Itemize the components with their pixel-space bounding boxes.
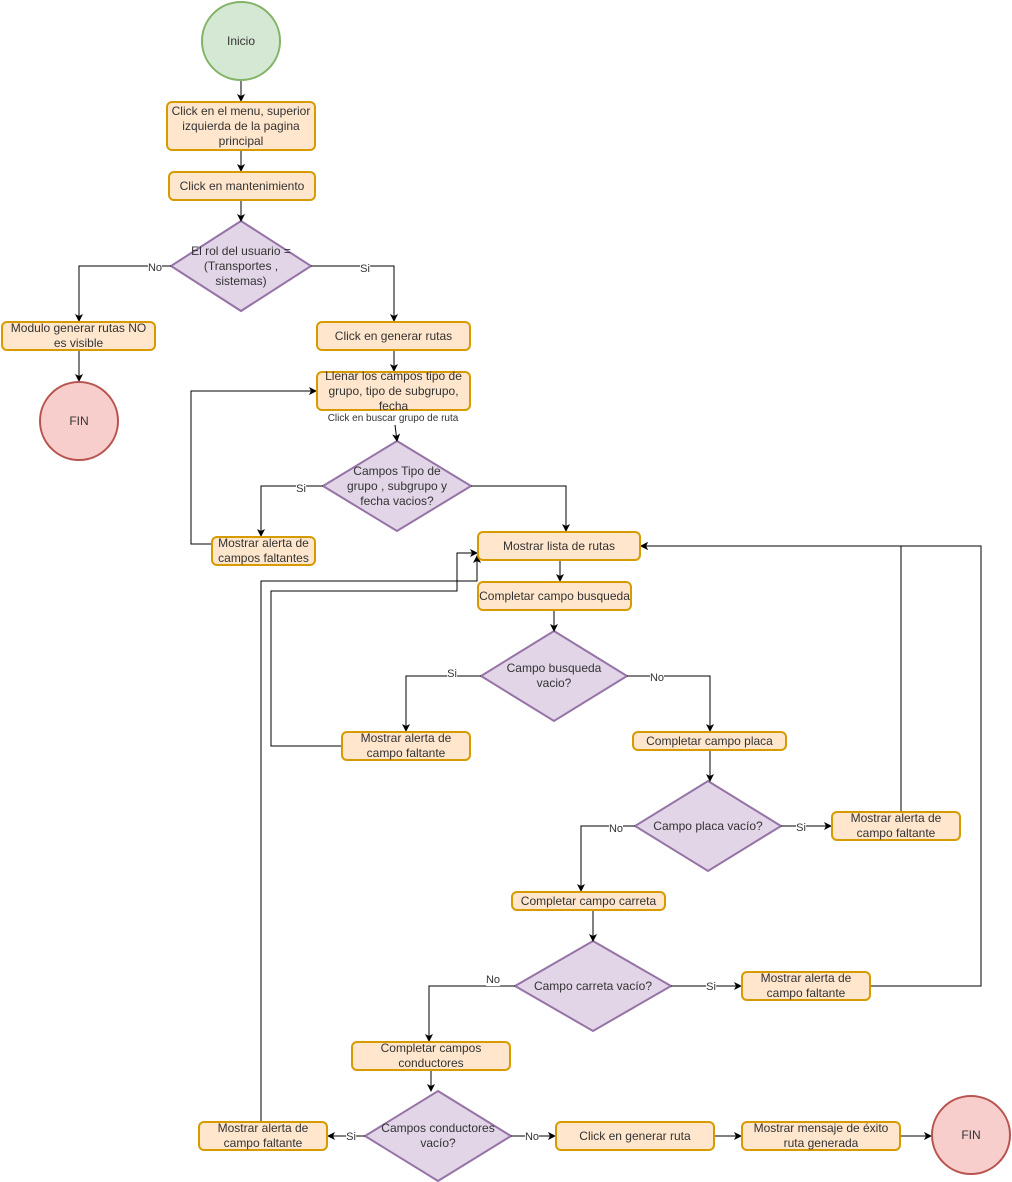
process-llenar: Llenar los campos tipo de grupo, tipo de…: [316, 368, 471, 413]
process-genruta: Click en generar ruta: [555, 1121, 715, 1151]
lista-label: Mostrar lista de rutas: [502, 538, 616, 553]
rol-label: El rol del usuario = (Transportes , sist…: [191, 243, 291, 288]
edge-label-busq-si: Si: [447, 668, 457, 680]
process-busq: Completar campo busqueda: [477, 581, 632, 611]
genruta-label: Click en generar ruta: [579, 1128, 691, 1143]
alerta2-label: Mostrar alerta de campo faltante: [360, 731, 452, 760]
process-alerta2: Mostrar alerta de campo faltante: [341, 731, 471, 761]
connector-arrow: [640, 542, 982, 987]
decision-placavac-shape: [633, 779, 783, 873]
connector-arrow: [75, 265, 171, 322]
edge-label-buscar: Click en buscar grupo de ruta: [327, 413, 459, 425]
terminal-fin2: FIN: [931, 1095, 1011, 1175]
edge-label-carreta-no: No: [485, 974, 501, 986]
decision-carretavac-shape: [512, 939, 674, 1033]
edge-label-placa-no: No: [608, 823, 624, 835]
process-mant: Click en mantenimiento: [168, 171, 316, 201]
terminal-inicio: Inicio: [201, 1, 281, 81]
vacios-label: Campos Tipo de grupo , subgrupo y fecha …: [346, 463, 448, 508]
connector-arrow: [577, 825, 635, 892]
connector-arrow: [425, 985, 515, 1042]
novisible-label: Modulo generar rutas NO es visible: [10, 321, 147, 350]
decision-condvac: Campos conductores vacío?: [365, 1091, 511, 1181]
genrutas-label: Click en generar rutas: [334, 328, 453, 343]
process-cond: Completar campos conductores: [351, 1041, 511, 1071]
decision-rol: El rol del usuario = (Transportes , sist…: [171, 221, 311, 311]
placa-label: Completar campo placa: [646, 733, 773, 748]
cond-label: Completar campos conductores: [380, 1041, 482, 1070]
edge-label-cond-si: Si: [346, 1131, 356, 1143]
connector-arrow: [392, 424, 401, 442]
process-exito: Mostrar mensaje de éxito ruta generada: [741, 1121, 901, 1151]
carreta-label: Completar campo carreta: [520, 893, 657, 908]
exito-label: Mostrar mensaje de éxito ruta generada: [753, 1121, 889, 1150]
process-lista: Mostrar lista de rutas: [477, 531, 641, 561]
busqvac-label: Campo busqueda vacio?: [506, 661, 602, 690]
connector-arrow: [627, 675, 714, 732]
edge-label-busq-no: No: [649, 672, 665, 684]
fin2-label: FIN: [961, 1127, 981, 1142]
decision-condvac-shape: [363, 1089, 513, 1182]
connector-arrow: [402, 675, 481, 732]
llenar-label: Llenar los campos tipo de grupo, tipo de…: [325, 368, 462, 413]
connector-arrow: [471, 485, 570, 532]
decision-rol-shape: [169, 219, 313, 313]
menu-label: Click en el menu, superior izquierda de …: [171, 103, 311, 148]
decision-carretavac: Campo carreta vacío?: [515, 941, 671, 1031]
decision-placavac: Campo placa vacío?: [635, 781, 781, 871]
busq-label: Completar campo busqueda: [479, 588, 630, 603]
carretavac-label: Campo carreta vacío?: [533, 978, 653, 993]
placavac-label: Campo placa vacío?: [653, 818, 763, 833]
connector-arrow: [311, 265, 398, 322]
decision-vacios: Campos Tipo de grupo , subgrupo y fecha …: [323, 441, 471, 531]
edge-label-rol-no: No: [147, 262, 163, 274]
connector-arrow: [257, 485, 323, 537]
decision-busqvac: Campo busqueda vacio?: [481, 631, 627, 721]
alerta3-label: Mostrar alerta de campo faltante: [850, 811, 942, 840]
alerta5-label: Mostrar alerta de campo faltante: [217, 1121, 309, 1150]
connector-arrow: [270, 549, 478, 747]
edge-label-cond-no: No: [524, 1131, 540, 1143]
edge-label-vacios-si: Si: [296, 483, 306, 495]
terminal-fin1: FIN: [39, 381, 119, 461]
connector-arrow: [260, 555, 481, 1121]
process-carreta: Completar campo carreta: [511, 891, 666, 911]
edge-label-rol-si: Si: [360, 263, 370, 275]
alerta4-label: Mostrar alerta de campo faltante: [760, 971, 852, 1000]
inicio-label: Inicio: [226, 33, 255, 48]
process-menu: Click en el menu, superior izquierda de …: [166, 101, 316, 151]
connector-arrow: [190, 387, 317, 545]
edge-label-placa-si: Si: [796, 822, 806, 834]
process-novisible: Modulo generar rutas NO es visible: [1, 321, 156, 351]
decision-vacios-shape: [321, 439, 473, 533]
process-alerta1: Mostrar alerta de campos faltantes: [211, 536, 316, 566]
mant-label: Click en mantenimiento: [179, 178, 305, 193]
condvac-label: Campos conductores vacío?: [381, 1121, 495, 1150]
process-placa: Completar campo placa: [632, 731, 787, 751]
alerta1-label: Mostrar alerta de campos faltantes: [218, 536, 309, 565]
process-alerta3: Mostrar alerta de campo faltante: [831, 811, 961, 841]
edge-label-carreta-si: Si: [706, 981, 716, 993]
fin1-label: FIN: [69, 413, 89, 428]
process-alerta4: Mostrar alerta de campo faltante: [741, 971, 871, 1001]
process-alerta5: Mostrar alerta de campo faltante: [198, 1121, 328, 1151]
process-genrutas: Click en generar rutas: [316, 321, 471, 351]
connector-arrow: [640, 542, 902, 811]
decision-busqvac-shape: [479, 629, 629, 723]
